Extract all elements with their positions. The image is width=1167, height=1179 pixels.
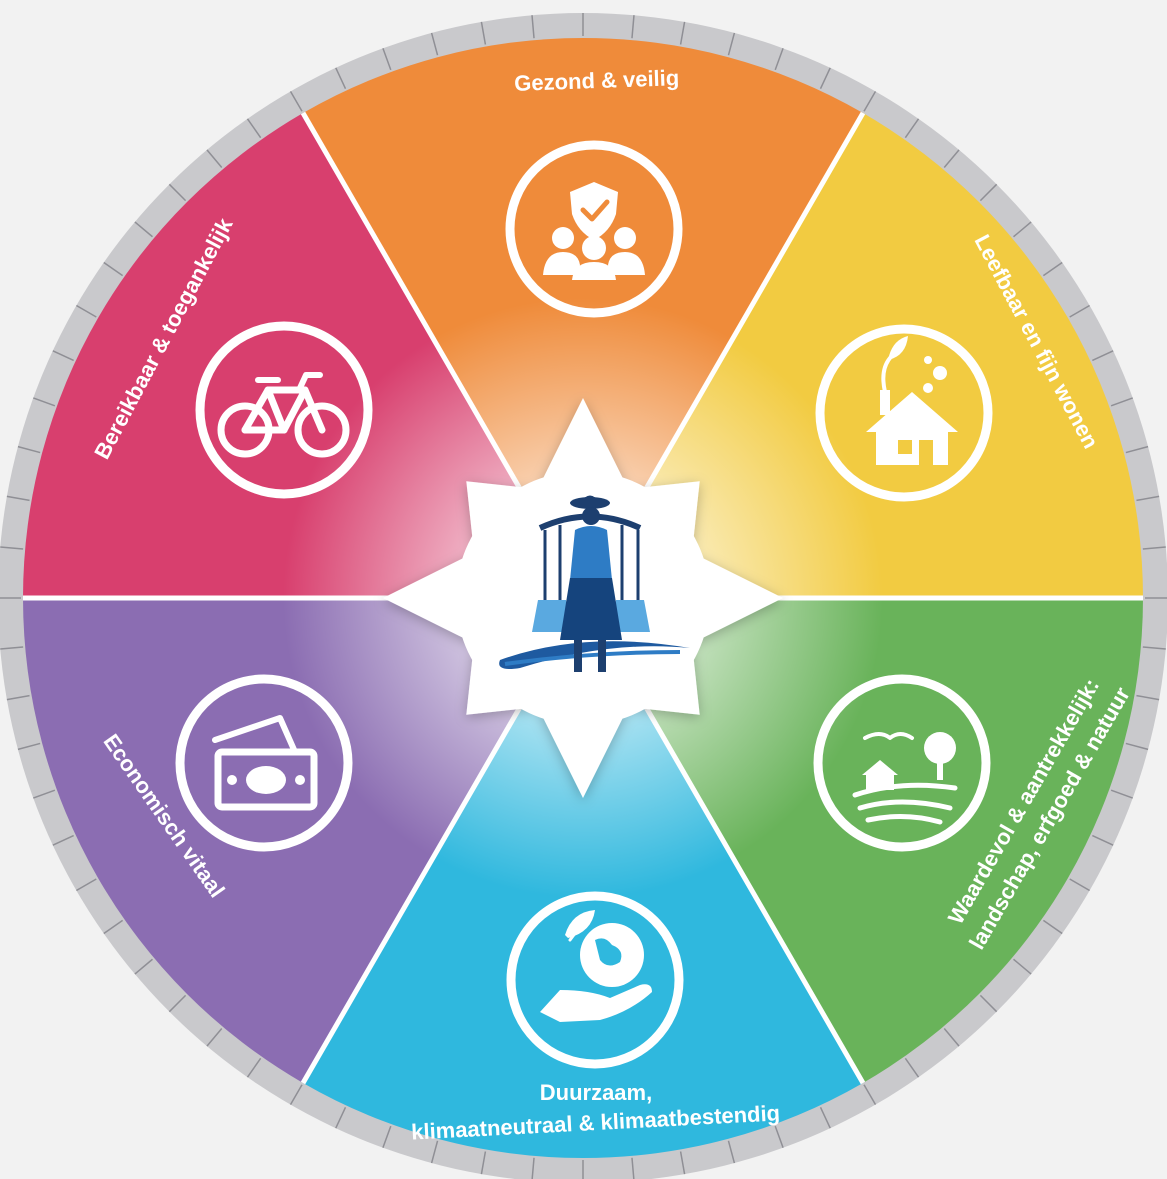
rim-tick [1136,495,1160,502]
rim-tick [33,397,56,407]
rim-tick [246,118,262,139]
rim-tick [1136,694,1160,701]
rim-tick [17,445,41,454]
money-icon [175,674,353,852]
rim-tick [1069,304,1090,318]
rim-tick [76,878,97,892]
rim-tick [1125,742,1149,751]
rim-tick [819,67,831,89]
landscape-icon [813,674,991,852]
rim-tick [6,495,30,502]
rim-tick [134,958,153,975]
rim-tick [631,1157,635,1179]
rim-tick [727,1140,736,1164]
rim-tick [943,1028,960,1047]
rim-tick [206,1028,223,1047]
rim-tick [168,994,187,1013]
rim-tick [979,183,998,202]
rim-tick [168,183,187,202]
rim-tick [430,1140,439,1164]
rim-tick [480,1151,487,1175]
rim-tick [1110,789,1133,799]
rim-tick [206,149,223,168]
rim-tick [76,304,97,318]
hand-globe-icon [506,891,684,1069]
rim-tick [289,91,303,112]
rim-ticks [0,13,1167,1179]
rim-tick [631,15,635,39]
rim-tick [52,834,74,846]
rim-tick [480,21,487,45]
rim-tick [679,1151,686,1175]
house-leaf-icon [815,324,993,502]
water-carrier-figure-icon [499,495,690,672]
rim-tick [289,1084,303,1105]
rim-tick [979,994,998,1013]
rim-tick [863,91,877,112]
rim-tick [727,32,736,56]
rim-tick [103,261,124,277]
rim-tick [1013,958,1032,975]
rim-tick [335,1107,347,1129]
label-duurzaam-1: Duurzaam, [540,1080,652,1105]
rim-tick [1069,878,1090,892]
rim-tick [382,1125,392,1148]
rim-tick [1042,261,1063,277]
rim-tick [1125,445,1149,454]
rim-tick [819,1107,831,1129]
rim-tick [335,67,347,89]
rim-tick [863,1084,877,1105]
rim-tick [904,118,920,139]
rim-tick [103,919,124,935]
rim-tick [1092,834,1114,846]
rim-tick [774,1125,784,1148]
rim-tick [382,48,392,71]
shield-people-icon [505,140,683,318]
rim-tick [904,1057,920,1078]
rim-tick [0,546,24,550]
rim-tick [1110,397,1133,407]
rim-tick [17,742,41,751]
label-gezond: Gezond & veilig [514,65,680,96]
bicycle-icon [195,321,373,499]
rim-tick [943,149,960,168]
rim-tick [1142,646,1166,650]
rim-tick [531,1157,535,1179]
rim-tick [52,350,74,362]
rim-tick [246,1057,262,1078]
rim-tick [6,694,30,701]
rim-tick [679,21,686,45]
rim-tick [1142,546,1166,550]
rim-tick [1013,221,1032,238]
rim-tick [1092,350,1114,362]
rim-tick [430,32,439,56]
rim-tick [0,646,24,650]
rim-tick [1042,919,1063,935]
rim-tick [134,221,153,238]
rim-tick [33,789,56,799]
rim-tick [774,48,784,71]
rim-tick [531,15,535,39]
